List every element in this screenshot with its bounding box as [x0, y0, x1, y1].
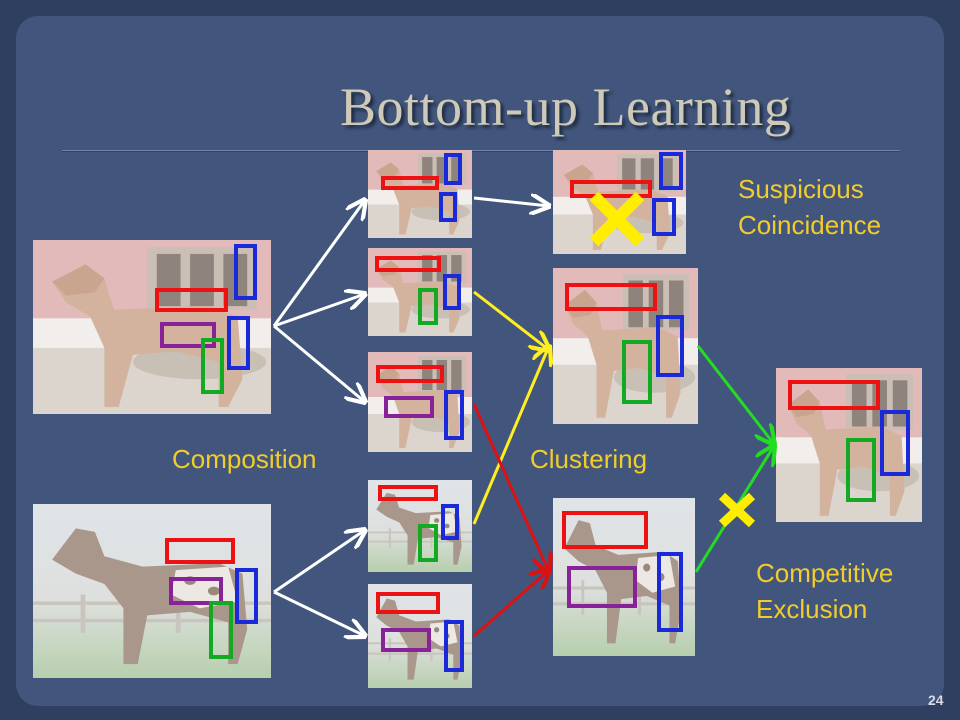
clustering-label: Clustering	[530, 444, 648, 474]
page-number: 24	[928, 692, 944, 708]
arrow-icon	[473, 570, 549, 638]
exclusion-arrows	[694, 345, 774, 573]
rejection-cross-icon	[589, 191, 645, 247]
competitive-label-line2: Exclusion	[756, 594, 868, 624]
cluster-rejected-patch	[553, 150, 686, 254]
suspicious-label-line1: Suspicious	[738, 174, 864, 204]
arrow-icon	[472, 403, 549, 572]
cluster-patch-b	[553, 498, 695, 656]
composition-label: Composition	[172, 444, 317, 474]
cluster-patch-a	[553, 268, 698, 424]
composition-patch-4	[368, 480, 472, 572]
arrow-icon	[273, 590, 365, 636]
composition-patch-5	[368, 584, 472, 688]
arrow-icon	[696, 345, 774, 444]
source-horse-image-1	[33, 240, 271, 414]
source-horse-image-2	[33, 504, 271, 678]
competitive-label-line1: Competitive	[756, 558, 894, 588]
title-divider	[62, 150, 900, 152]
composition-patch-2	[368, 248, 472, 336]
arrow-icon	[472, 346, 549, 525]
arrow-icon	[273, 294, 365, 328]
slide-title: Bottom-up Learning	[340, 77, 792, 137]
suspicious-label-line2: Coincidence	[738, 210, 882, 240]
arrow-icon	[473, 198, 549, 206]
composition-patch-3	[368, 352, 472, 452]
arrow-icon	[272, 200, 365, 327]
arrow-icon	[273, 324, 365, 402]
composition-arrows	[272, 198, 549, 636]
final-template-patch	[776, 368, 922, 522]
arrow-icon	[473, 290, 549, 350]
composition-patch-1	[368, 150, 472, 238]
clustering-arrows	[472, 290, 549, 638]
arrow-icon	[273, 530, 365, 594]
exclusion-cross-icon	[718, 492, 756, 528]
